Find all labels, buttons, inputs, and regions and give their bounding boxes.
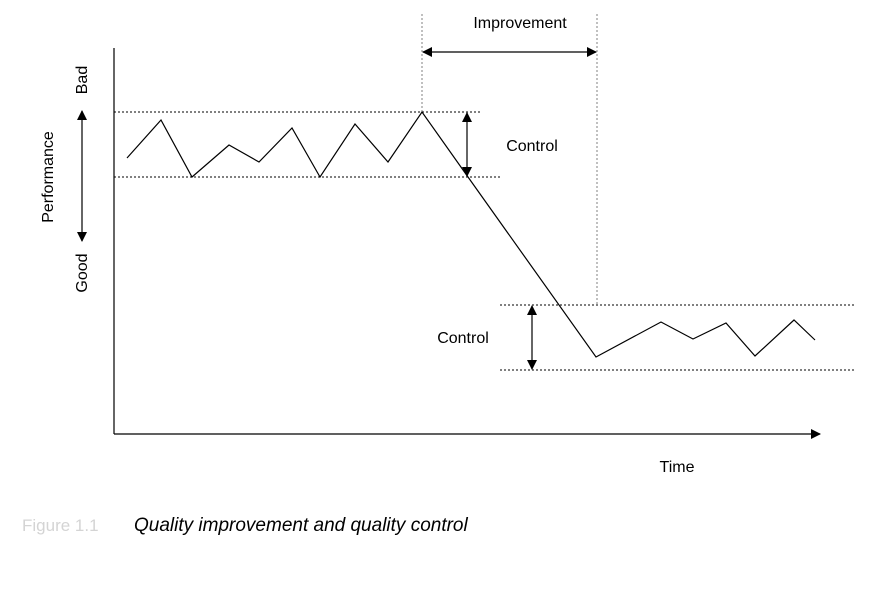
y-axis-label: Performance <box>40 131 57 223</box>
upper-control-label: Control <box>506 138 558 155</box>
y-axis-bottom-label: Good <box>74 253 91 292</box>
performance-trace <box>126 110 816 358</box>
y-axis-top-label: Bad <box>74 66 91 94</box>
lower-control-label: Control <box>437 330 489 347</box>
figure-reference: Figure 1.1 <box>22 516 99 535</box>
quality-diagram: Improvement Control Control Time Perform… <box>40 14 855 476</box>
improvement-label: Improvement <box>473 15 567 32</box>
x-axis-label: Time <box>660 459 695 476</box>
figure-caption: Quality improvement and quality control <box>134 515 468 536</box>
